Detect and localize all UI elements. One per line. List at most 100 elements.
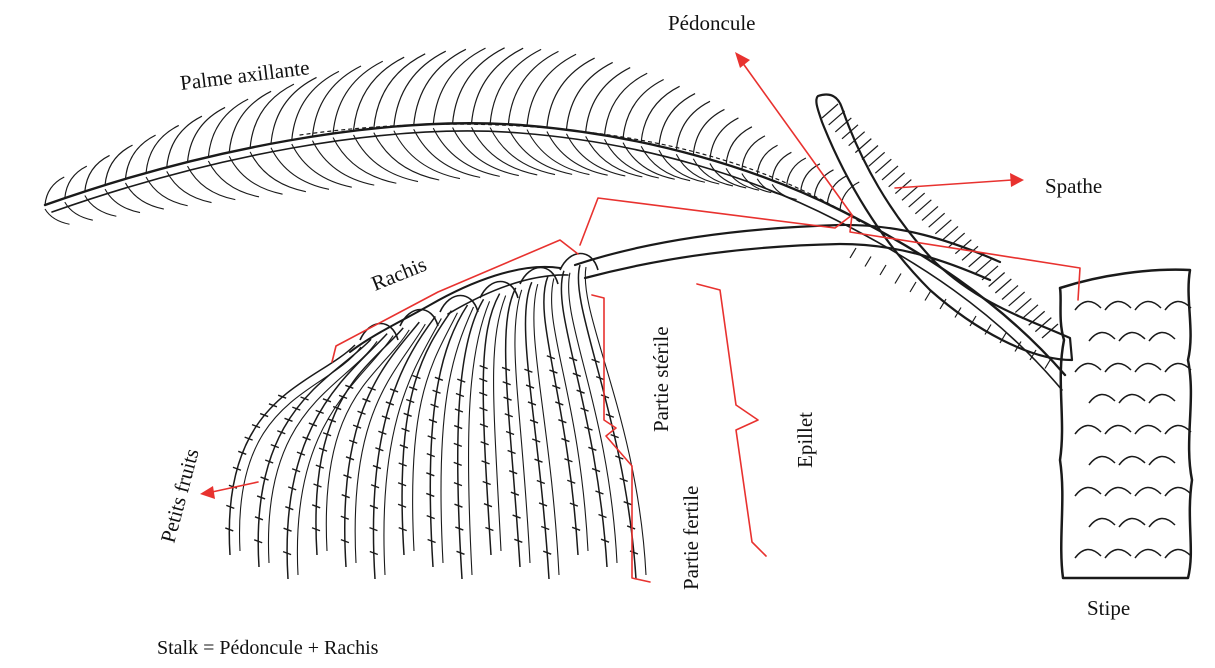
stipe-scale (1089, 518, 1115, 527)
stipe-scale (1149, 518, 1175, 527)
leaflet-upper (742, 136, 765, 170)
label-pedoncule: Pédoncule (668, 11, 755, 35)
leaflet-upper (490, 49, 541, 123)
leaflet-upper (827, 176, 846, 204)
stipe-scale (1135, 363, 1161, 372)
spathe-hatch-line (995, 279, 1011, 293)
stipe-scale (1089, 332, 1115, 341)
label-stipe: Stipe (1087, 596, 1130, 620)
stipe-scale (1089, 456, 1115, 465)
label-partie-fertile: Partie fertile (679, 486, 703, 590)
leaflet-upper (676, 101, 710, 150)
leaf-base-spine (1045, 359, 1051, 369)
spikelet-strand (326, 330, 409, 551)
stipe-scale (1075, 549, 1101, 558)
leaflet-upper (710, 118, 739, 159)
leaflet-upper (605, 73, 648, 135)
leaflet-upper (508, 51, 558, 124)
leaflet-lower (354, 135, 418, 182)
spathe-hatch-line (869, 152, 885, 166)
spathe-hatch-line (875, 159, 891, 173)
stipe-scale (1165, 301, 1191, 310)
stipe-scale (1089, 394, 1115, 403)
stipe-scale (1075, 301, 1101, 310)
stipe-scale (1165, 363, 1191, 372)
label-partie-sterile: Partie stérile (649, 326, 673, 432)
rachis-brace (332, 240, 578, 362)
spikelet (402, 311, 451, 555)
label-spathe: Spathe (1045, 174, 1102, 198)
stipe-scale (1165, 549, 1191, 558)
leaflet-lower (292, 144, 352, 187)
spathe-arrow-line (895, 180, 1012, 188)
stipe-scale (1135, 425, 1161, 434)
spikelet-strand (384, 318, 441, 575)
leaflet-lower (208, 161, 259, 197)
leaflet-upper (394, 51, 446, 127)
spikelet (229, 345, 355, 555)
spikelet (483, 294, 499, 555)
leaflet-upper (814, 170, 833, 198)
spikelet (287, 334, 387, 579)
petits-fruits-arrow-line (212, 482, 258, 492)
spikelet-strand (494, 296, 506, 551)
spathe-hatch-line (915, 200, 931, 214)
leaflet-lower (188, 166, 236, 200)
leaflet-upper (374, 54, 425, 129)
leaflet-lower (472, 127, 538, 175)
spikelet-strand (240, 347, 361, 551)
spikelet-strand (468, 301, 489, 575)
stipe-scale (1105, 549, 1131, 558)
spathe-hatch-line (935, 220, 951, 234)
pedoncule-arrow-head (735, 52, 750, 68)
stipe-scale (1119, 394, 1145, 403)
pedoncule-arrow-line (742, 62, 852, 215)
leaflet-lower (312, 141, 374, 186)
spathe-hatch-line (909, 193, 925, 207)
stipe-scale (1105, 487, 1131, 496)
leaflet-upper (354, 57, 405, 131)
epillet-brace (697, 284, 766, 556)
leaflet-lower (693, 159, 733, 186)
label-epillet: Epillet (793, 412, 817, 468)
leaflet-upper (414, 49, 466, 125)
palme-axillante-leaf (45, 48, 1065, 390)
leaflet-lower (333, 138, 396, 184)
leaflet-upper (453, 48, 505, 124)
stipe-scale (1165, 487, 1191, 496)
spathe (816, 95, 1072, 361)
spathe-hatch-line (822, 104, 838, 118)
stipe-scale (1119, 332, 1145, 341)
leaflet-upper (333, 61, 383, 133)
spathe-hatch-line (902, 186, 918, 200)
leaflet-upper (586, 68, 631, 133)
leaflet-upper (659, 94, 695, 147)
stipe-scale (1149, 332, 1175, 341)
stipe-scale (1149, 456, 1175, 465)
spathe-hatch-line (882, 166, 898, 180)
leaflet-lower (45, 209, 70, 224)
stipe-scale (1075, 487, 1101, 496)
spathe-hatch-line (975, 259, 991, 273)
leaflet-upper (840, 182, 859, 210)
spathe-hatch-line (942, 226, 958, 240)
label-rachis: Rachis (368, 252, 430, 296)
leaflet-upper (85, 155, 110, 191)
stipe-scale (1119, 518, 1145, 527)
leaf-base-spine (880, 265, 886, 275)
spikelet (430, 305, 467, 567)
annotations (200, 52, 1080, 582)
label-palme-axillante: Palme axillante (179, 55, 311, 95)
spathe-hatch-line (929, 213, 945, 227)
spikelet-strand (552, 278, 588, 551)
leaflet-lower (374, 133, 439, 180)
stipe-scale (1105, 301, 1131, 310)
leaflet-upper (292, 71, 339, 140)
spathe-hatch-line (889, 173, 905, 187)
spathe-hatch-line (1015, 298, 1031, 312)
leaflet-upper (726, 127, 752, 165)
stipe-scale (1119, 456, 1145, 465)
stipe-scale (1135, 549, 1161, 558)
spathe-hatch-line (862, 145, 878, 159)
